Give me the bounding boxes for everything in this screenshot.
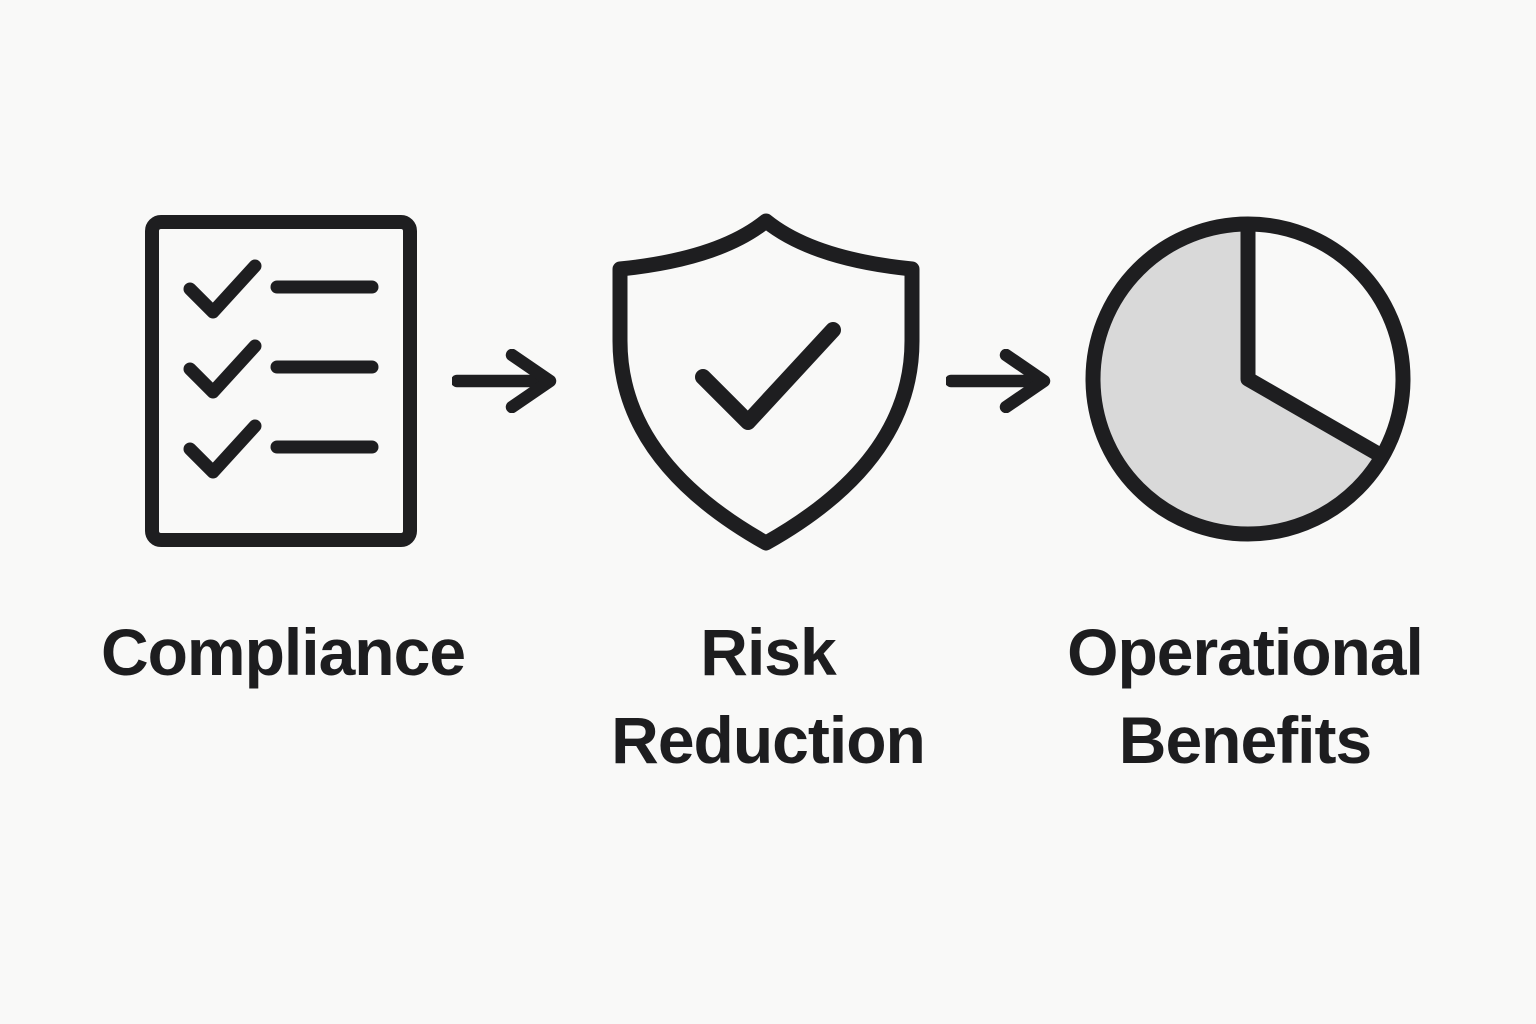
pie-chart-icon	[1085, 216, 1411, 542]
arrow-right-icon	[946, 349, 1051, 413]
step-label-compliance: Compliance	[100, 615, 466, 689]
step-label-operational-benefits: Operational Benefits	[1067, 615, 1424, 777]
arrow-right-icon	[452, 349, 557, 413]
step-label-risk-reduction: Risk Reduction	[611, 615, 926, 777]
checklist-document-icon	[145, 215, 417, 547]
shield-check-icon	[612, 213, 920, 551]
